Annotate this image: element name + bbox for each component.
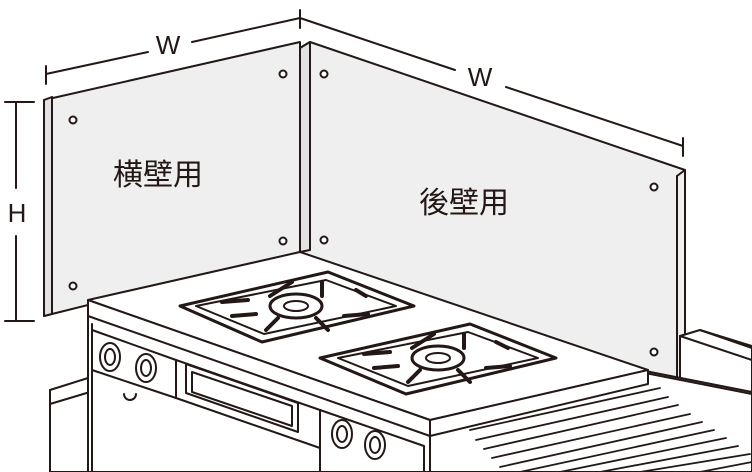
side-wall-label: 横壁用 (113, 158, 203, 193)
side-width-label: W (156, 30, 181, 60)
back-width-label: W (468, 62, 493, 92)
back-wall-label: 後壁用 (419, 186, 509, 221)
counter-left (49, 377, 93, 472)
burner-grate-back (178, 270, 416, 344)
knob-group-left (99, 342, 157, 383)
dimension-h (4, 101, 35, 322)
height-label: H (8, 198, 27, 228)
dimension-w-back (299, 17, 684, 157)
dimension-w-side (45, 9, 301, 85)
burner-grate-front (318, 322, 558, 396)
knob-group-right (331, 419, 386, 460)
